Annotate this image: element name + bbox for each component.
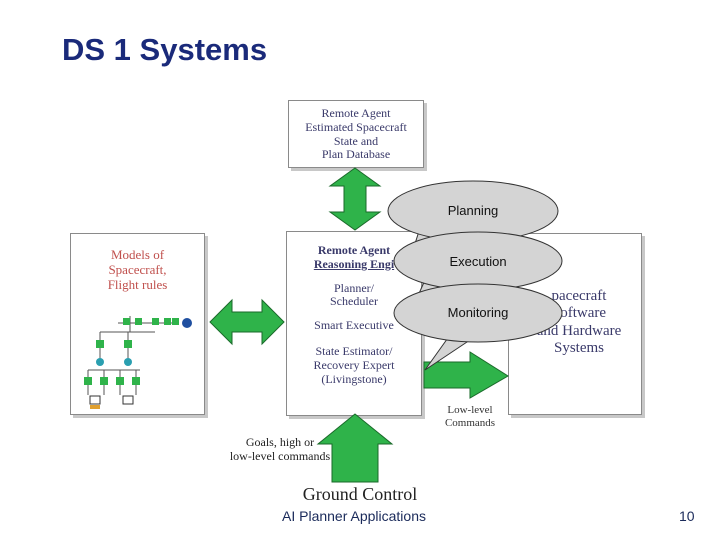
estimated-state-box: Remote Agent Estimated Spacecraft State … (288, 100, 424, 168)
low-level-commands-label: Low-level Commands (432, 404, 508, 429)
engine-item: Recovery Expert (313, 357, 395, 372)
estimated-state-line: Estimated Spacecraft (305, 119, 407, 134)
engine-title: Remote Agent (317, 243, 391, 257)
estimated-state-line: State and (333, 133, 379, 148)
hardware-line: and Hardware (536, 322, 622, 339)
ground-control-label: Ground Control (302, 484, 418, 504)
models-line: Spacecraft, (108, 261, 167, 277)
goals-line: low-level commands (229, 448, 331, 463)
engine-item: Planner/ (334, 280, 374, 295)
goals-label: Goals, high or low-level commands (218, 435, 342, 464)
hardware-line: Systems (553, 339, 604, 356)
hardware-line: Software (551, 305, 607, 322)
engine-item: Smart Executive (314, 318, 394, 333)
ground-control-arrow (316, 413, 394, 483)
monitoring-label: Monitoring (447, 305, 509, 320)
models-link-arrow (209, 298, 285, 346)
state-link-arrow (328, 167, 382, 231)
engine-item: Scheduler (330, 294, 378, 309)
engine-title: Reasoning Engi (313, 256, 395, 271)
estimated-state-line: Remote Agent (321, 106, 391, 120)
slide-title: DS 1 Systems (62, 32, 268, 67)
engine-item: (Livingstone) (321, 371, 387, 386)
footer-title: AI Planner Applications (282, 508, 426, 524)
execution-label: Execution (449, 254, 507, 269)
low-level-line: Low-level (447, 404, 493, 416)
goals-line: Goals, high or (245, 435, 315, 449)
estimated-state-line: Plan Database (321, 147, 391, 162)
hardware-line: pacecraft (551, 288, 607, 304)
low-level-line: Commands (444, 416, 496, 429)
page-number: 10 (679, 508, 695, 524)
monitoring-bubble (393, 283, 563, 371)
models-line: Models of (110, 247, 165, 262)
planning-label: Planning (447, 203, 499, 218)
models-line: Flight rules (107, 276, 168, 292)
model-tree-nodes (84, 318, 192, 409)
commands-arrow (423, 351, 509, 399)
engine-item: State Estimator/ (315, 343, 393, 358)
